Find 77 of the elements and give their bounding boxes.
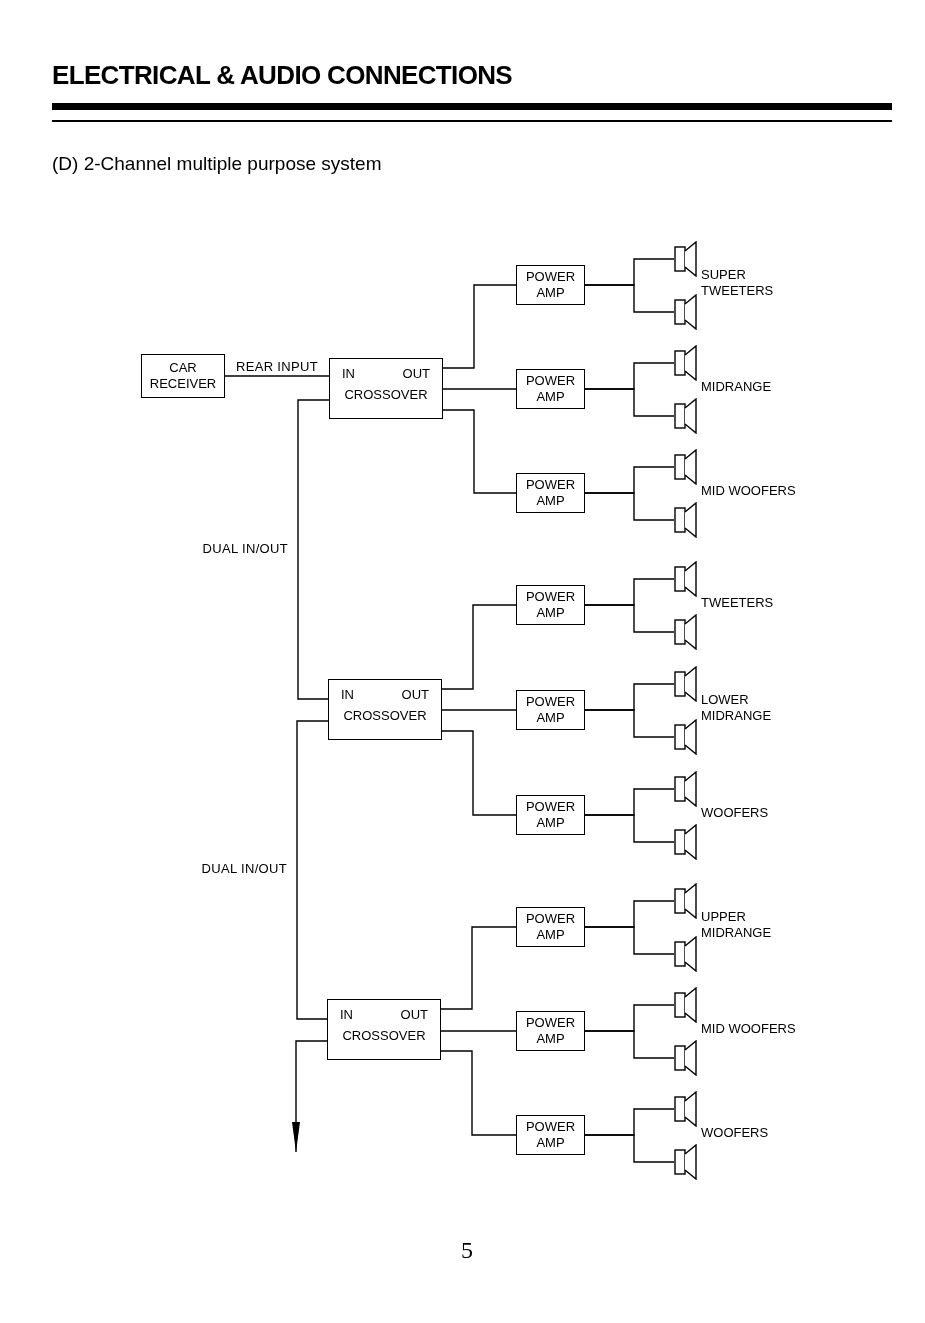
speaker-icon — [674, 1144, 698, 1180]
edge-label: DUAL IN/OUT — [201, 862, 287, 875]
speaker-label: MID WOOFERS — [701, 1021, 797, 1037]
page-title: ELECTRICAL & AUDIO CONNECTIONS — [52, 62, 513, 88]
speaker-label: UPPER MIDRANGE — [701, 909, 773, 941]
page-number: 5 — [461, 1238, 473, 1262]
connector-line — [584, 814, 675, 843]
speaker-icon — [674, 502, 698, 538]
edge-label: REAR INPUT — [236, 360, 318, 373]
out-label: OUT — [402, 367, 430, 380]
speaker-icon — [674, 1040, 698, 1076]
speaker-label: LOWER MIDRANGE — [701, 692, 773, 724]
speaker-label: SUPER TWEETERS — [701, 267, 775, 299]
connector-line — [584, 709, 675, 738]
speaker-icon — [674, 1091, 698, 1127]
speaker-label: WOOFERS — [701, 1125, 770, 1141]
amp-box: POWER AMP — [516, 369, 585, 409]
speaker-icon — [674, 936, 698, 972]
connector-line — [297, 399, 330, 700]
speaker-icon — [674, 614, 698, 650]
speaker-icon — [674, 719, 698, 755]
subtitle: (D) 2-Channel multiple purpose system — [52, 154, 382, 173]
connector-line — [440, 926, 517, 1010]
connector-line — [584, 284, 675, 313]
speaker-icon — [674, 398, 698, 434]
amp-box: POWER AMP — [516, 795, 585, 835]
amp-box: POWER AMP — [516, 690, 585, 730]
connector-line — [441, 604, 517, 690]
amp-box: POWER AMP — [516, 265, 585, 305]
amp-box: POWER AMP — [516, 1011, 585, 1051]
connector-line — [440, 1030, 517, 1032]
speaker-icon — [674, 987, 698, 1023]
connector-line — [584, 492, 675, 521]
amp-box: POWER AMP — [516, 585, 585, 625]
crossover-box — [329, 358, 443, 419]
speaker-label: MID WOOFERS — [701, 483, 797, 499]
in-label: IN — [341, 688, 354, 701]
box-title: CROSSOVER — [343, 388, 429, 401]
out-label: OUT — [401, 688, 429, 701]
receiver-box: CAR RECEIVER — [141, 354, 225, 398]
speaker-icon — [674, 449, 698, 485]
connector-line — [584, 604, 675, 633]
in-label: IN — [342, 367, 355, 380]
box-title: CROSSOVER — [341, 1029, 427, 1042]
amp-box: POWER AMP — [516, 473, 585, 513]
speaker-icon — [674, 241, 698, 277]
connector-line — [296, 720, 329, 1020]
connector-line — [584, 388, 675, 417]
arrow — [292, 1040, 328, 1153]
speaker-label: WOOFERS — [701, 805, 770, 821]
speaker-icon — [674, 294, 698, 330]
connector-line — [441, 730, 517, 816]
connector-line — [442, 388, 517, 390]
speaker-icon — [674, 883, 698, 919]
connector-line — [584, 1134, 675, 1163]
connector-line — [584, 926, 675, 955]
speaker-icon — [674, 666, 698, 702]
amp-box: POWER AMP — [516, 1115, 585, 1155]
edge-label: DUAL IN/OUT — [202, 541, 288, 555]
connector-line — [442, 409, 517, 494]
box-title: CROSSOVER — [342, 709, 428, 722]
speaker-icon — [674, 345, 698, 381]
connector-line — [224, 375, 330, 377]
connector-line — [440, 1050, 517, 1136]
amp-box: POWER AMP — [516, 907, 585, 947]
connector-line — [441, 709, 517, 711]
speaker-label: TWEETERS — [701, 595, 775, 611]
speaker-icon — [674, 561, 698, 597]
out-label: OUT — [400, 1008, 428, 1021]
speaker-icon — [674, 771, 698, 807]
speaker-icon — [674, 824, 698, 860]
speaker-label: MIDRANGE — [701, 379, 773, 395]
connector-line — [584, 1030, 675, 1059]
crossover-box — [328, 679, 442, 740]
connector-line — [442, 284, 517, 369]
crossover-box — [327, 999, 441, 1060]
in-label: IN — [340, 1008, 353, 1021]
